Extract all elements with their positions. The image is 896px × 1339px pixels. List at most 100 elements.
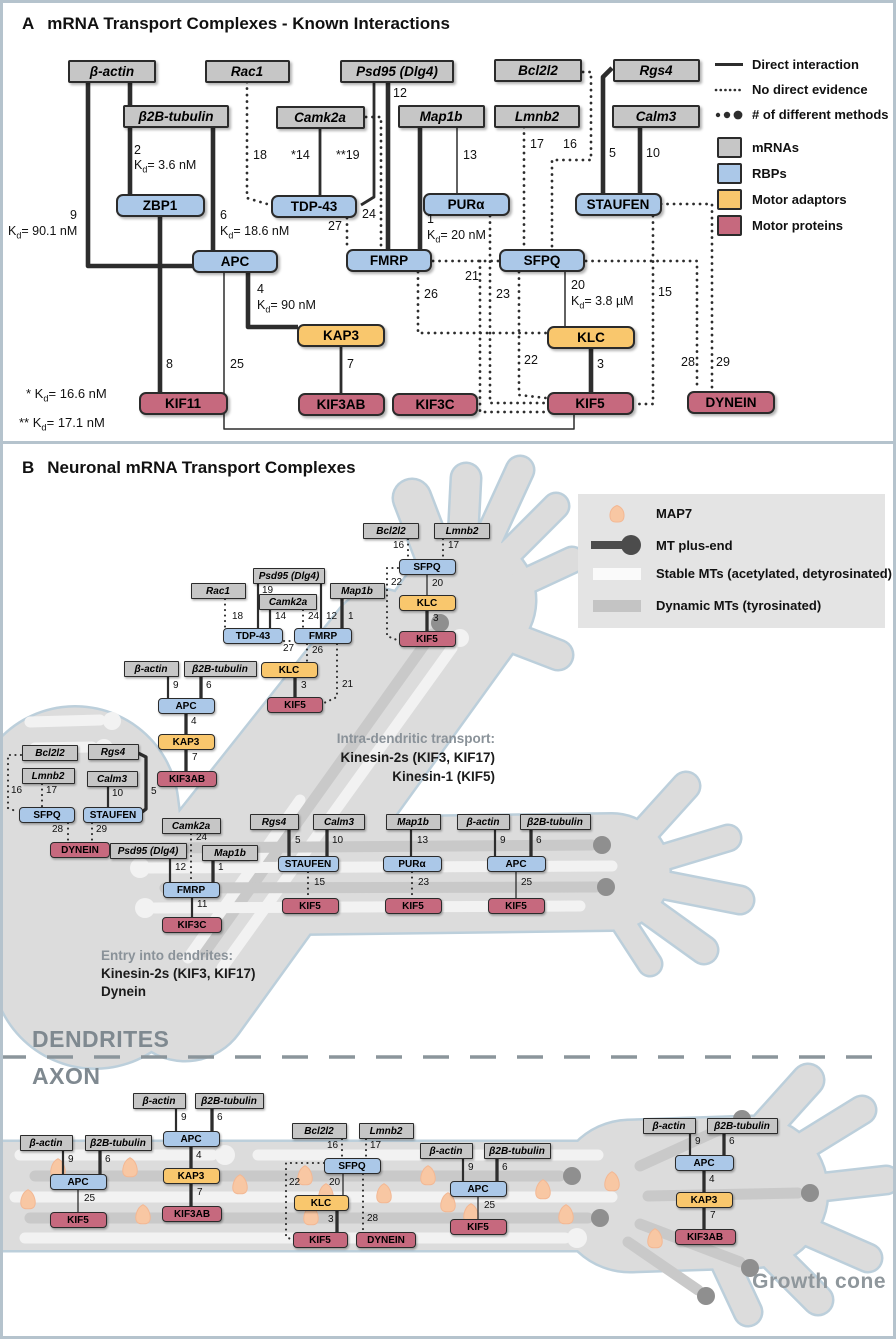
edge-label: 9 <box>500 835 506 846</box>
edge-label: 4 <box>191 716 197 727</box>
edge-label: 22 <box>524 353 538 367</box>
node-b-map1b: Map1b <box>329 583 385 599</box>
edge-label: 25 <box>484 1200 496 1211</box>
node-b-kap3: KAP3 <box>162 1168 220 1184</box>
node-a-actin: β-actin <box>68 59 156 83</box>
edge-label: Kd= 3.8 µM <box>571 294 634 311</box>
edge-label: 9 <box>173 680 179 691</box>
legend-label: mRNAs <box>752 140 799 155</box>
annotation-heading: Intra-dendritic transport: <box>336 731 495 746</box>
node-b-actin: β-actin <box>642 1118 696 1134</box>
node-b-dynein: DYNEIN <box>50 842 110 858</box>
node-b-lmnb2: Lmnb2 <box>434 523 490 539</box>
legend-label: Motor adaptors <box>752 192 847 207</box>
edge-label: 17 <box>448 540 460 551</box>
legend-rbps: RBPs <box>714 163 787 184</box>
map7-blob <box>232 1174 248 1195</box>
edge-label: 9 <box>468 1162 474 1173</box>
edge-label: 6 <box>220 208 227 222</box>
panel-b-title-text: Neuronal mRNA Transport Complexes <box>47 458 356 477</box>
map7-blob <box>297 1165 313 1186</box>
legend-label: # of different methods <box>752 107 889 122</box>
node-b-kif5: KIF5 <box>449 1219 507 1235</box>
node-a-camk2a: Camk2a <box>275 105 365 129</box>
edge-label: 7 <box>197 1187 203 1198</box>
legend-label: Direct interaction <box>752 57 859 72</box>
edge-label: 6 <box>105 1154 111 1165</box>
edge-label: 1 <box>427 212 434 226</box>
edge-label: 24 <box>362 207 376 221</box>
edge-panelA-26 <box>416 270 548 335</box>
stable-mt-icon <box>588 567 646 580</box>
edge-label: 8 <box>166 357 173 371</box>
edge-label: 6 <box>502 1162 508 1173</box>
node-a-zbp1: ZBP1 <box>115 193 205 217</box>
edge-label: 29 <box>716 355 730 369</box>
node-b-2b-tubulin: β2B-tubulin <box>519 814 591 830</box>
node-b-rgs4: Rgs4 <box>87 744 139 760</box>
edge-label: 18 <box>253 148 267 162</box>
legend-dynamic-mts: Dynamic MTs (tyrosinated) <box>588 598 821 613</box>
legend-stable-mts: Stable MTs (acetylated, detyrosinated) <box>588 566 892 581</box>
node-b-apc: APC <box>49 1174 107 1190</box>
node-b-calm3: Calm3 <box>86 771 138 787</box>
node-a-pur: PURα <box>422 192 510 216</box>
edge-label: 7 <box>710 1210 716 1221</box>
edge-panelA-4 <box>245 272 298 330</box>
edge-panelA-15 <box>634 214 655 406</box>
node-a-map1b: Map1b <box>397 104 485 128</box>
edge-label: 17 <box>530 137 544 151</box>
edge-label: 16 <box>393 540 405 551</box>
map7-blob <box>604 1171 620 1192</box>
map7-blob <box>535 1179 551 1200</box>
edge-label: 13 <box>417 835 429 846</box>
edge-label: 17 <box>46 785 58 796</box>
edge-label: 12 <box>175 862 187 873</box>
edge-label: 14 <box>275 611 287 622</box>
rbp-swatch <box>716 163 742 184</box>
edge-label: 21 <box>342 679 354 690</box>
legend-label: Stable MTs (acetylated, detyrosinated) <box>656 566 892 581</box>
legend-direct-interaction: Direct interaction <box>714 57 859 72</box>
legend-motor-adaptors: Motor adaptors <box>714 189 847 210</box>
edge-label: 23 <box>418 877 430 888</box>
mrna-swatch <box>716 137 742 158</box>
legend-methods: # of different methods <box>714 107 889 122</box>
node-a-kif11: KIF11 <box>138 391 228 415</box>
edge-panelA-21 <box>478 259 548 414</box>
edge-label: 28 <box>681 355 695 369</box>
map7-blob <box>440 1192 456 1213</box>
node-a-tdp-43: TDP-43 <box>271 194 357 218</box>
node-b-actin: β-actin <box>419 1143 473 1159</box>
edge-label: 29 <box>96 824 108 835</box>
node-b-kif3ab: KIF3AB <box>162 1206 222 1222</box>
node-b-staufen: STAUFEN <box>277 856 339 872</box>
edge-label: Kd= 3.6 nM <box>134 158 197 175</box>
node-b-actin: β-actin <box>19 1135 73 1151</box>
edge-label: 2 <box>134 143 141 157</box>
node-b-kif3ab: KIF3AB <box>674 1229 736 1245</box>
mt-plus-end-icon <box>588 534 646 556</box>
edge-label: 6 <box>206 680 212 691</box>
node-b-2b-tubulin: β2B-tubulin <box>706 1118 778 1134</box>
panel-divider <box>0 441 896 444</box>
map7-icon <box>588 502 646 524</box>
legend-map7: MAP7 <box>588 502 692 524</box>
edge-label: 24 <box>308 611 320 622</box>
solid-line-icon <box>714 63 744 66</box>
edge-label: Kd= 18.6 nM <box>220 224 290 241</box>
node-b-kif5: KIF5 <box>267 697 323 713</box>
node-b-sfpq: SFPQ <box>19 807 75 823</box>
node-b-apc: APC <box>162 1131 220 1147</box>
map7-blob <box>420 1165 436 1186</box>
node-b-kif3c: KIF3C <box>162 917 222 933</box>
edge-label: 10 <box>646 146 660 160</box>
edge-label: 25 <box>230 357 244 371</box>
node-b-kap3: KAP3 <box>157 734 215 750</box>
edge-label: 3 <box>328 1214 334 1225</box>
panelB-edges <box>6 537 726 1242</box>
edge-panelA-22 <box>517 270 548 400</box>
edge-label: 20 <box>571 278 585 292</box>
node-b-apc: APC <box>157 698 215 714</box>
